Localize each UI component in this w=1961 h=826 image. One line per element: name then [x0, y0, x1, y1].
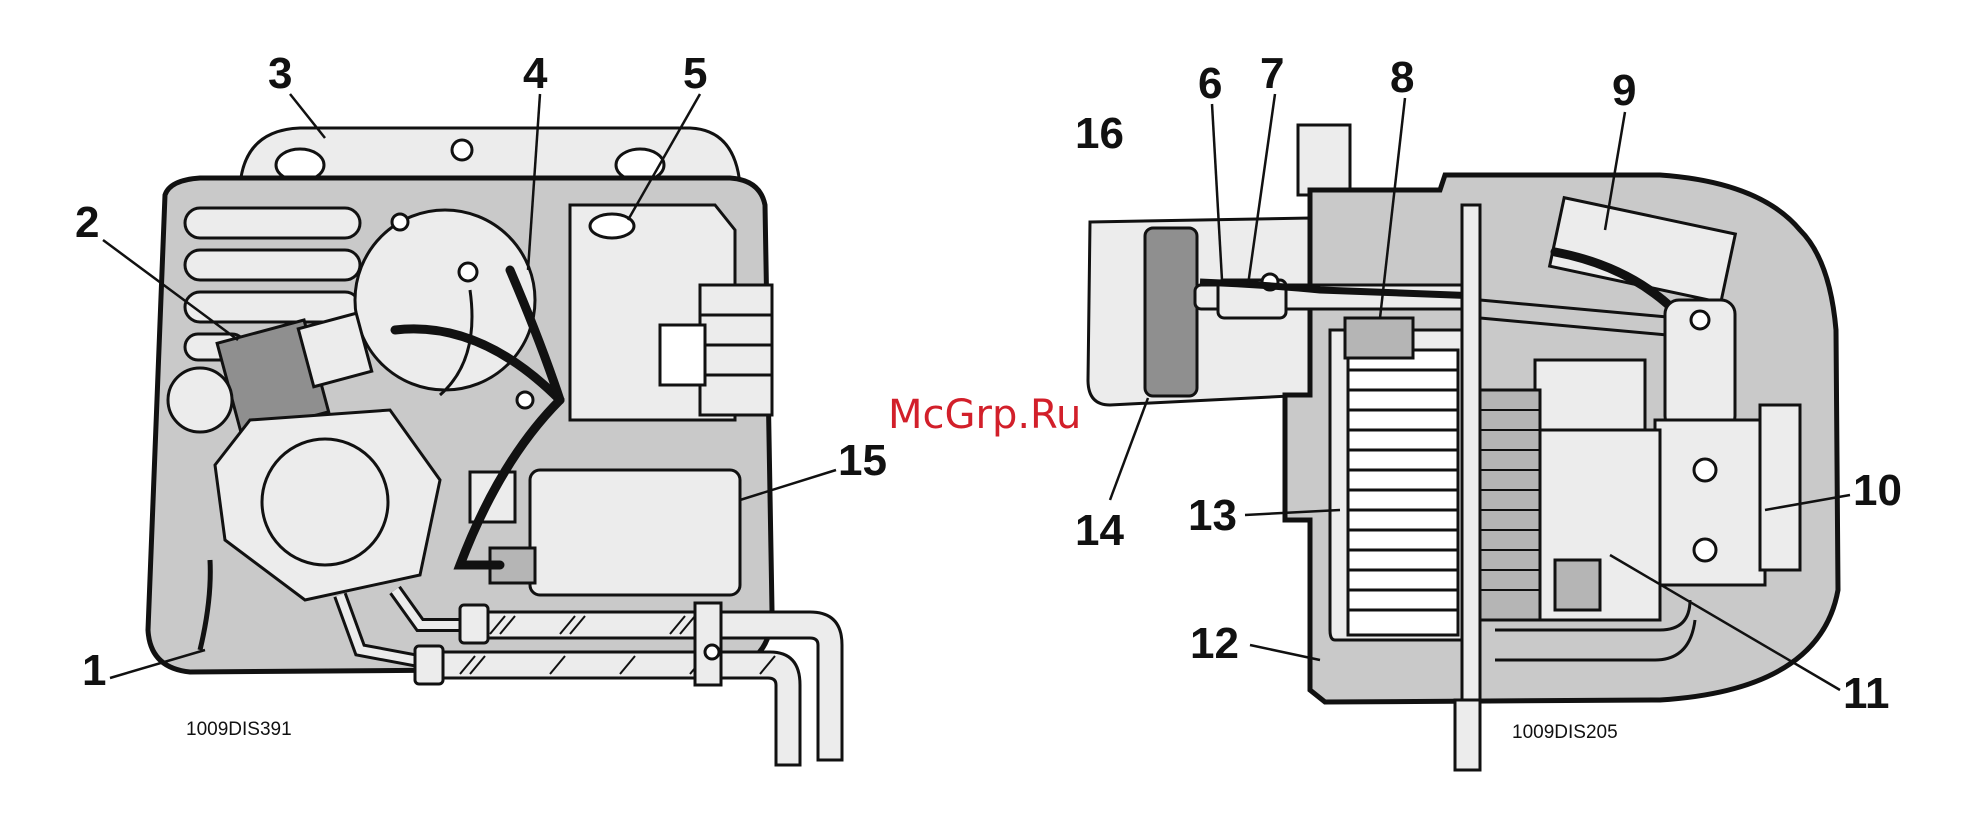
pump-face [262, 439, 388, 565]
vent-slot [185, 208, 360, 238]
connector-block [700, 285, 772, 415]
callout-7: 7 [1260, 49, 1284, 98]
callout-5: 5 [683, 49, 707, 98]
screw [1694, 459, 1716, 481]
air-inlet [1298, 125, 1350, 195]
connector-block [1760, 405, 1800, 570]
core-plates [1480, 390, 1540, 620]
callout-16: 16 [1075, 109, 1124, 158]
screw [705, 645, 719, 659]
screw [459, 263, 477, 281]
screw [1694, 539, 1716, 561]
hose-clamp [695, 603, 721, 685]
relay [660, 325, 705, 385]
photocell [168, 368, 232, 432]
reset-button [590, 214, 634, 238]
valve-fitting [1555, 560, 1600, 610]
callout-11: 11 [1843, 669, 1890, 718]
callout-15: 15 [838, 436, 887, 485]
flexible-hose [430, 652, 800, 765]
hose-fitting [460, 605, 488, 643]
leader-14 [1110, 398, 1148, 500]
screw [517, 392, 533, 408]
screw [1691, 311, 1709, 329]
left-burner-view: 1 2 3 4 5 15 1009DIS391 [75, 49, 887, 765]
hose-fitting [415, 646, 443, 684]
callout-13: 13 [1188, 491, 1237, 540]
ignition-transformer [530, 470, 740, 595]
callout-1: 1 [82, 646, 106, 695]
nozzle-holder [1345, 318, 1413, 358]
callout-2: 2 [75, 198, 99, 247]
callout-9: 9 [1612, 66, 1636, 115]
vent-slot [185, 250, 360, 280]
flange-center-hole [452, 140, 472, 160]
callout-12: 12 [1190, 619, 1239, 668]
callout-14: 14 [1075, 506, 1124, 555]
right-drawing-code: 1009DIS205 [1512, 722, 1618, 743]
callout-8: 8 [1390, 53, 1414, 102]
callout-10: 10 [1853, 466, 1902, 515]
flame-disc [1145, 228, 1197, 396]
watermark: McGrp.Ru [888, 392, 1081, 438]
fan-wheel [1348, 350, 1458, 635]
solenoid-plug [298, 313, 371, 386]
flexible-hose [1455, 700, 1480, 770]
right-burner-view: 16 6 7 8 9 10 11 12 13 14 1009DIS205 [1075, 49, 1902, 770]
left-drawing-code: 1009DIS391 [186, 719, 292, 740]
screw [392, 214, 408, 230]
callout-3: 3 [268, 49, 292, 98]
callout-4: 4 [523, 49, 548, 98]
callout-6: 6 [1198, 59, 1222, 108]
vent-slot [185, 292, 360, 322]
mounting-plate [1462, 205, 1480, 705]
